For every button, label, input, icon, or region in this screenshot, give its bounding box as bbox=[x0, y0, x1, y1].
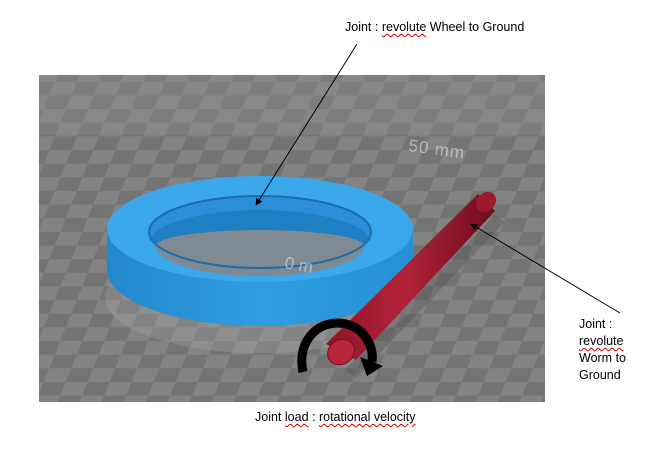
worm-joint-line3: Worm to bbox=[579, 351, 626, 365]
joint-load-label: Joint load : rotational velocity bbox=[255, 409, 416, 425]
worm-rod[interactable] bbox=[323, 188, 505, 378]
joint-load-separator: : bbox=[308, 410, 319, 424]
worm-joint-line1: Joint : bbox=[579, 317, 613, 331]
leader-arrows bbox=[255, 43, 621, 314]
wheel-leader-arrow bbox=[255, 43, 358, 206]
worm-leader-arrow bbox=[470, 223, 621, 314]
worm-joint-line4: Ground bbox=[579, 368, 621, 382]
floor-text: 0 m bbox=[283, 253, 314, 277]
rotation-arrow-icon bbox=[297, 318, 383, 376]
partial-scale-label: 0 m bbox=[283, 253, 314, 277]
joint-load-word1: Joint bbox=[255, 410, 285, 424]
wheel-joint-suffix: Wheel to Ground bbox=[426, 20, 525, 34]
worm-joint-type: revolute bbox=[579, 334, 624, 348]
joint-load-word2: load bbox=[284, 410, 309, 424]
wheel-joint-label: Joint : revolute Wheel to Ground bbox=[345, 19, 524, 35]
joint-load-value: rotational velocity bbox=[318, 410, 416, 424]
wheel-joint-type: revolute bbox=[381, 20, 427, 34]
wheel-joint-prefix: Joint : bbox=[345, 20, 382, 34]
worm-joint-label: Joint : revolute Worm to Ground bbox=[579, 316, 626, 384]
wheel-ring[interactable] bbox=[105, 176, 415, 353]
